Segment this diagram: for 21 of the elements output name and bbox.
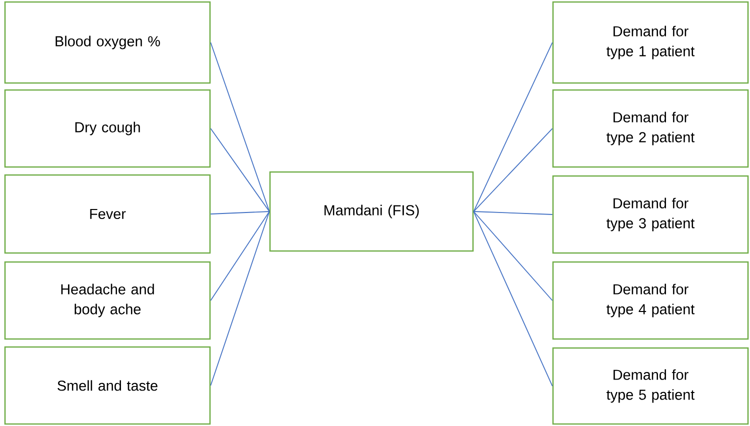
connector-line bbox=[473, 128, 553, 212]
input-box: Fever bbox=[4, 174, 211, 254]
connector-line bbox=[210, 42, 270, 212]
connector-line bbox=[210, 211, 270, 386]
output-box: Demand for type 3 patient bbox=[552, 175, 749, 254]
connector-line bbox=[210, 128, 270, 212]
connector-line bbox=[210, 211, 270, 301]
output-box: Demand for type 1 patient bbox=[552, 1, 749, 84]
output-box: Demand for type 2 patient bbox=[552, 89, 749, 168]
input-box: Headache and body ache bbox=[4, 261, 211, 340]
output-box: Demand for type 4 patient bbox=[552, 261, 749, 340]
connector-line bbox=[473, 211, 553, 386]
connector-line bbox=[473, 42, 553, 212]
connector-line bbox=[210, 211, 270, 214]
input-box: Dry cough bbox=[4, 89, 211, 168]
output-box: Demand for type 5 patient bbox=[552, 347, 749, 425]
input-box: Smell and taste bbox=[4, 346, 211, 425]
connector-line bbox=[473, 211, 553, 301]
connector-line bbox=[473, 211, 553, 215]
input-box: Blood oxygen % bbox=[4, 1, 211, 84]
system-box: Mamdani (FIS) bbox=[269, 171, 474, 252]
